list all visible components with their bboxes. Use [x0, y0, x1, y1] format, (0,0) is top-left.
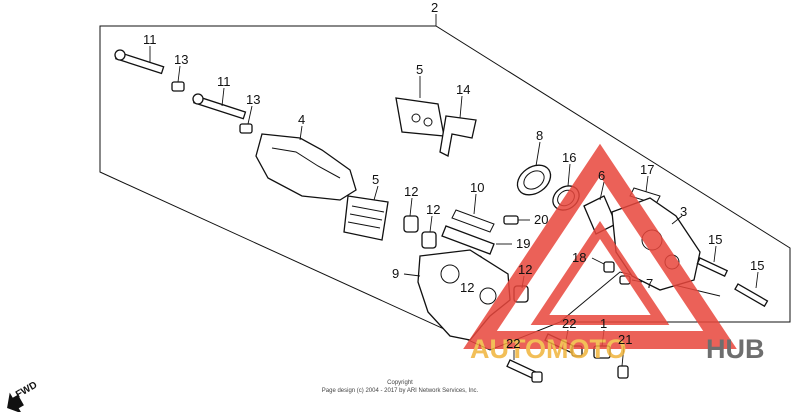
callout-7: 7: [646, 276, 653, 291]
leader-10: [473, 193, 477, 215]
boot-12-a: [403, 215, 419, 233]
leader-15a: [713, 245, 717, 263]
bleeder-18: [603, 261, 615, 273]
bolt-22-left: [506, 359, 543, 383]
callout-22: 22: [506, 336, 520, 351]
callout-21: 21: [618, 332, 632, 347]
leader-21: [621, 345, 625, 367]
callout-11: 11: [217, 74, 231, 89]
leader-13a: [177, 65, 181, 83]
watermark-triangle: [463, 143, 737, 349]
copyright-line-1: Copyright: [387, 380, 413, 386]
watermark-text-right: HUB: [706, 334, 765, 364]
pad-5-hole-2: [423, 117, 433, 127]
bracket-4-detail: [271, 147, 341, 179]
pin-11-lower: [192, 93, 247, 120]
callout-12: 12: [518, 262, 532, 277]
leader-5b: [373, 185, 379, 201]
callout-12: 12: [404, 184, 418, 199]
leader-4: [299, 125, 303, 141]
retainer-10: [451, 209, 495, 233]
fwd-label: FWD: [14, 380, 39, 401]
callout-19: 19: [516, 236, 530, 251]
boot-12-b: [421, 231, 437, 249]
direction-marker: FWD: [7, 380, 39, 412]
leader-3: [671, 215, 683, 225]
watermark: AUTOMOTO HUB: [463, 143, 765, 364]
callout-15: 15: [750, 258, 764, 273]
callout-12: 12: [426, 202, 440, 217]
callout-1: 1: [600, 316, 607, 331]
callout-3: 3: [680, 204, 687, 219]
callout-5: 5: [416, 62, 423, 77]
callout-6: 6: [598, 168, 605, 183]
shim-14: [439, 115, 477, 157]
callout-15: 15: [708, 232, 722, 247]
callout-4: 4: [298, 112, 305, 127]
callout-17: 17: [640, 162, 654, 177]
leader-15b: [755, 271, 759, 289]
leader-8: [535, 141, 541, 167]
callout-13: 13: [246, 92, 260, 107]
watermark-triangle-inner: [530, 220, 670, 325]
leader-6: [599, 181, 605, 201]
leader-17: [645, 175, 649, 193]
seal-8: [516, 164, 552, 196]
callout-20: 20: [534, 212, 548, 227]
leader-16: [567, 163, 571, 187]
callout-16: 16: [562, 150, 576, 165]
pin-15-upper: [696, 257, 729, 277]
bolt-20: [503, 215, 519, 225]
callout-13: 13: [174, 52, 188, 67]
callout-10: 10: [470, 180, 484, 195]
copyright-line-2: Page design (c) 2004 - 2017 by ARI Netwo…: [322, 388, 479, 394]
callout-22: 22: [562, 316, 576, 331]
callout-2: 2: [431, 0, 438, 15]
leader-18: [591, 257, 605, 265]
callout-12: 12: [460, 280, 474, 295]
callout-18: 18: [572, 250, 586, 265]
screw-21: [617, 365, 629, 379]
shim-19: [441, 225, 495, 255]
watermark-text-left: AUTOMOTO: [470, 334, 627, 364]
assembly-outline: [99, 25, 791, 351]
pin-11-upper: [114, 49, 165, 75]
leader-13b: [247, 105, 253, 125]
leader-9: [403, 273, 421, 277]
callout-14: 14: [456, 82, 470, 97]
bracket-4: [255, 133, 357, 201]
pad-5-lower: [343, 195, 389, 241]
callout-5: 5: [372, 172, 379, 187]
callout-9: 9: [392, 266, 399, 281]
leader-14: [459, 95, 463, 119]
leader-11b: [221, 87, 225, 107]
pad-5-hole-1: [411, 113, 421, 123]
callout-11: 11: [143, 32, 157, 47]
bush-13-upper: [171, 81, 185, 92]
callout-8: 8: [536, 128, 543, 143]
leader-12a: [409, 197, 413, 217]
leader-12b: [429, 215, 433, 233]
bush-13-lower: [239, 123, 253, 134]
callout-labels: 2 11 13 11 13 4 5 14 8 16 6 17 3 5 12 12…: [143, 0, 764, 351]
pin-15-lower: [734, 283, 769, 308]
